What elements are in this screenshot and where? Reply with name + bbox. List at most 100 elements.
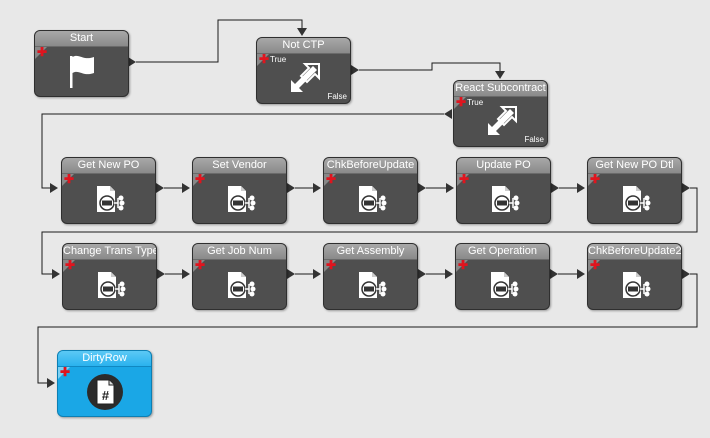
add-icon[interactable]: ✚ [195,258,206,272]
input-port [297,28,307,36]
output-port [418,269,426,279]
true-branch-label: True [467,98,484,107]
output-port [287,269,295,279]
corner-marker [63,260,75,272]
add-icon[interactable]: ✚ [326,258,337,272]
add-icon[interactable]: ✚ [60,365,71,379]
connector-chk2-dirtyrow [37,273,698,384]
add-icon[interactable]: ✚ [459,172,470,186]
corner-marker [62,174,74,186]
method-call-icon [89,264,131,304]
input-port [446,183,454,193]
node-get-assembly[interactable]: Get Assembly✚ [323,243,418,310]
input-port [50,183,58,193]
corner-marker [58,367,70,379]
corner-marker [456,260,468,272]
input-port [495,71,505,79]
number-document-icon: # [84,371,126,411]
node-title: Get Assembly [324,244,417,260]
node-chkbeforeupdate2[interactable]: ChkBeforeUpdate2✚ [587,243,682,310]
method-call-icon [614,264,656,304]
condition-arrow-icon [283,58,325,98]
method-call-icon [219,264,261,304]
node-start[interactable]: Start✚ [34,30,129,97]
node-chkbeforeupdate[interactable]: ChkBeforeUpdate✚ [323,157,418,224]
add-icon[interactable]: ✚ [590,172,601,186]
add-icon[interactable]: ✚ [195,172,206,186]
method-call-icon [350,178,392,218]
corner-marker [193,260,205,272]
false-branch-label: False [327,92,347,101]
node-title: ChkBeforeUpdate [324,158,417,174]
node-title: Get New PO Dtl [588,158,681,174]
input-port [313,269,321,279]
input-port [313,183,321,193]
output-port [550,269,558,279]
node-title: Get Operation [456,244,549,260]
method-call-icon [483,178,525,218]
node-set-vendor[interactable]: Set Vendor✚ [192,157,287,224]
false-branch-label: False [524,135,544,144]
input-port [444,109,452,119]
output-port [551,183,559,193]
method-call-icon [614,178,656,218]
connector-react-get-new-po [41,113,444,189]
node-get-new-po[interactable]: Get New PO✚ [61,157,156,224]
connectors [37,19,698,388]
method-call-icon [219,178,261,218]
method-call-icon [88,178,130,218]
node-update-po[interactable]: Update PO✚ [456,157,551,224]
add-icon[interactable]: ✚ [458,258,469,272]
node-title: React Subcontract [454,81,547,97]
corner-marker [257,54,269,66]
corner-marker [457,174,469,186]
node-change-trans-type[interactable]: Change Trans Type✚ [62,243,157,310]
corner-marker [454,97,466,109]
corner-marker [588,260,600,272]
corner-marker [35,47,47,59]
add-icon[interactable]: ✚ [590,258,601,272]
method-call-icon [350,264,392,304]
node-title: ChkBeforeUpdate2 [588,244,681,260]
hash-glyph: # [102,388,110,403]
add-icon[interactable]: ✚ [65,258,76,272]
corner-marker [324,174,336,186]
connector-not-ctp-react [359,62,501,71]
node-title: DirtyRow [58,351,151,367]
node-get-job-num[interactable]: Get Job Num✚ [192,243,287,310]
node-get-new-po-dtl[interactable]: Get New PO Dtl✚ [587,157,682,224]
connector-start-not-ctp [136,19,303,63]
add-icon[interactable]: ✚ [456,95,467,109]
output-port [128,57,136,67]
node-title: Get Job Num [193,244,286,260]
node-title: Set Vendor [193,158,286,174]
node-title: Change Trans Type [63,244,156,260]
output-port [418,183,426,193]
connector-dtl-change-trans [41,187,698,275]
node-title: Start [35,31,128,47]
input-port [182,269,190,279]
add-icon[interactable]: ✚ [64,172,75,186]
true-branch-label: True [270,55,287,64]
output-port [682,183,690,193]
input-port [182,183,190,193]
add-icon[interactable]: ✚ [326,172,337,186]
node-title: Not CTP [257,38,350,54]
output-port [682,269,690,279]
input-port [445,269,453,279]
node-title: Get New PO [62,158,155,174]
node-get-operation[interactable]: Get Operation✚ [455,243,550,310]
add-icon[interactable]: ✚ [259,52,270,66]
output-port [156,183,164,193]
node-dirtyrow[interactable]: DirtyRow✚ # [57,350,152,417]
corner-marker [588,174,600,186]
method-call-icon [482,264,524,304]
input-port [577,269,585,279]
flag-icon [61,51,103,91]
input-port [577,183,585,193]
corner-marker [193,174,205,186]
add-icon[interactable]: ✚ [37,45,48,59]
